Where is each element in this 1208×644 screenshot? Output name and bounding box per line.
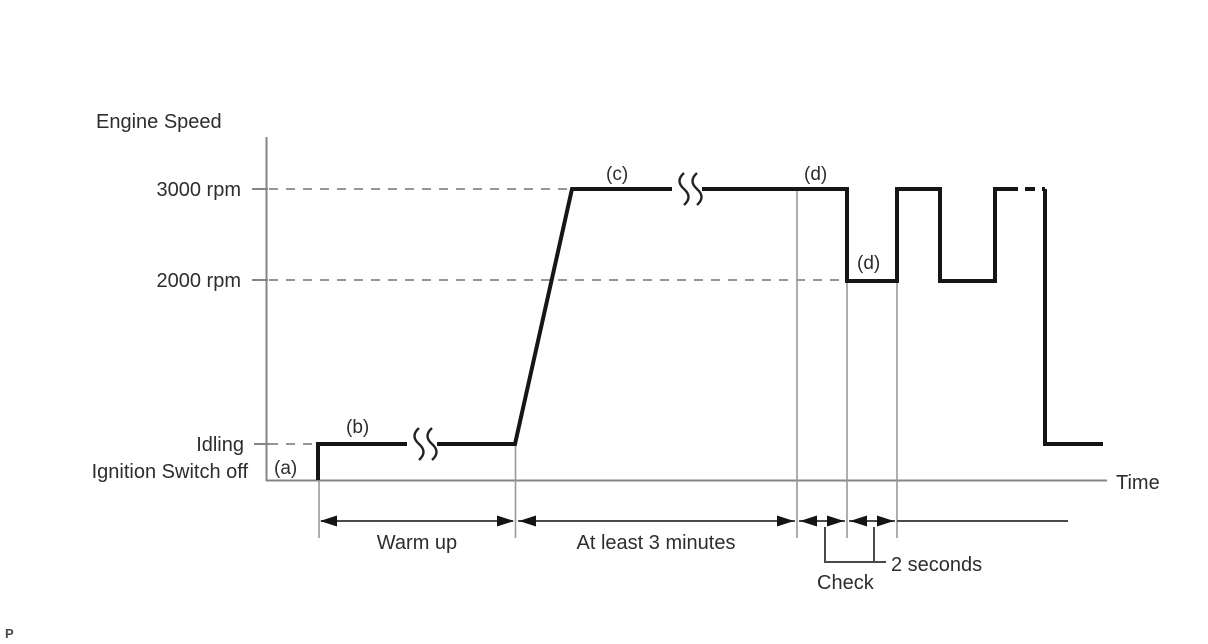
arrowhead-2sec-left xyxy=(850,515,867,527)
x-axis-title: Time xyxy=(1116,472,1160,494)
phase-label-d-low: (d) xyxy=(857,253,880,274)
arrowhead-warmup-right xyxy=(497,515,514,527)
break-squiggle-idle-1 xyxy=(413,427,425,461)
phase-label-a: (a) xyxy=(274,458,297,479)
break-squiggle-3000-2 xyxy=(691,172,703,206)
span-label-warmup: Warm up xyxy=(377,532,457,554)
arrowhead-check-left xyxy=(800,515,817,527)
arrowhead-3min-right xyxy=(777,515,794,527)
engine-speed-curve-final-drop xyxy=(1043,189,1103,446)
y-axis-title: Engine Speed xyxy=(96,111,222,133)
arrowhead-2sec-right xyxy=(877,515,894,527)
phase-label-d-high: (d) xyxy=(804,164,827,185)
break-squiggle-idle-2 xyxy=(426,427,438,461)
y-label-3000rpm: 3000 rpm xyxy=(157,179,242,201)
arrowhead-3min-left xyxy=(519,515,536,527)
phase-label-b: (b) xyxy=(346,417,369,438)
check-bracket xyxy=(824,527,886,563)
span-label-check: Check xyxy=(817,572,875,594)
y-label-idling: Idling xyxy=(196,434,244,456)
span-label-2seconds: 2 seconds xyxy=(891,554,982,576)
break-squiggle-3000-1 xyxy=(678,172,690,206)
y-label-2000rpm: 2000 rpm xyxy=(157,270,242,292)
arrowhead-warmup-left xyxy=(320,515,337,527)
arrowhead-check-right xyxy=(827,515,844,527)
engine-speed-curve xyxy=(316,187,1008,480)
phase-label-c: (c) xyxy=(606,164,628,185)
span-label-3min: At least 3 minutes xyxy=(577,532,736,554)
page-marker: P xyxy=(5,626,14,641)
y-label-ignition-off: Ignition Switch off xyxy=(92,461,249,483)
